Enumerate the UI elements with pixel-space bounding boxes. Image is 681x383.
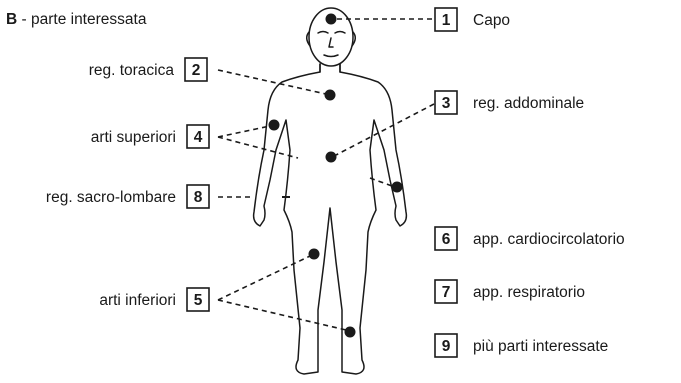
human-figure [254,8,407,374]
marker-9: 9 più parti interessate [435,334,608,357]
dot-abdomen [326,152,337,163]
marker-1: 1 Capo [435,8,510,31]
label-8: reg. sacro-lombare [46,189,176,206]
header-separator: - [17,11,31,28]
number-5: 5 [194,292,203,309]
number-8: 8 [194,189,203,206]
marker-8: 8 reg. sacro-lombare [46,185,209,208]
label-5: arti inferiori [99,292,176,309]
dot-upper-limb [269,120,280,131]
label-4: arti superiori [91,129,176,146]
label-2: reg. toracica [89,62,175,79]
marker-4: 4 arti superiori [91,125,209,148]
connector-5b [218,300,346,330]
dot-lower-limb-right [345,327,356,338]
connector-3 [336,104,434,155]
marker-3: 3 reg. addominale [435,91,584,114]
number-9: 9 [442,338,451,355]
diagram-header: B - parte interessata [6,11,147,28]
number-7: 7 [442,284,451,301]
marker-7: 7 app. respiratorio [435,280,585,303]
label-9: più parti interessate [473,338,608,355]
marker-6: 6 app. cardiocircolatorio [435,227,625,250]
number-3: 3 [442,95,451,112]
dot-lower-limb [309,249,320,260]
connector-4a [218,126,270,137]
number-2: 2 [192,62,201,79]
label-3: reg. addominale [473,95,584,112]
dot-thorax [325,90,336,101]
dot-head [326,14,337,25]
label-6: app. cardiocircolatorio [473,231,625,248]
marker-2: 2 reg. toracica [89,58,207,81]
dot-upper-limb-right [392,182,403,193]
header-text: parte interessata [31,11,147,28]
figure-outline [254,64,407,374]
number-4: 4 [194,129,203,146]
connector-4b [218,137,298,158]
figure-face [318,32,345,57]
number-6: 6 [442,231,451,248]
number-1: 1 [442,12,451,29]
header-letter: B [6,11,17,28]
label-1: Capo [473,12,510,29]
label-7: app. respiratorio [473,284,585,301]
marker-5: 5 arti inferiori [99,288,209,311]
